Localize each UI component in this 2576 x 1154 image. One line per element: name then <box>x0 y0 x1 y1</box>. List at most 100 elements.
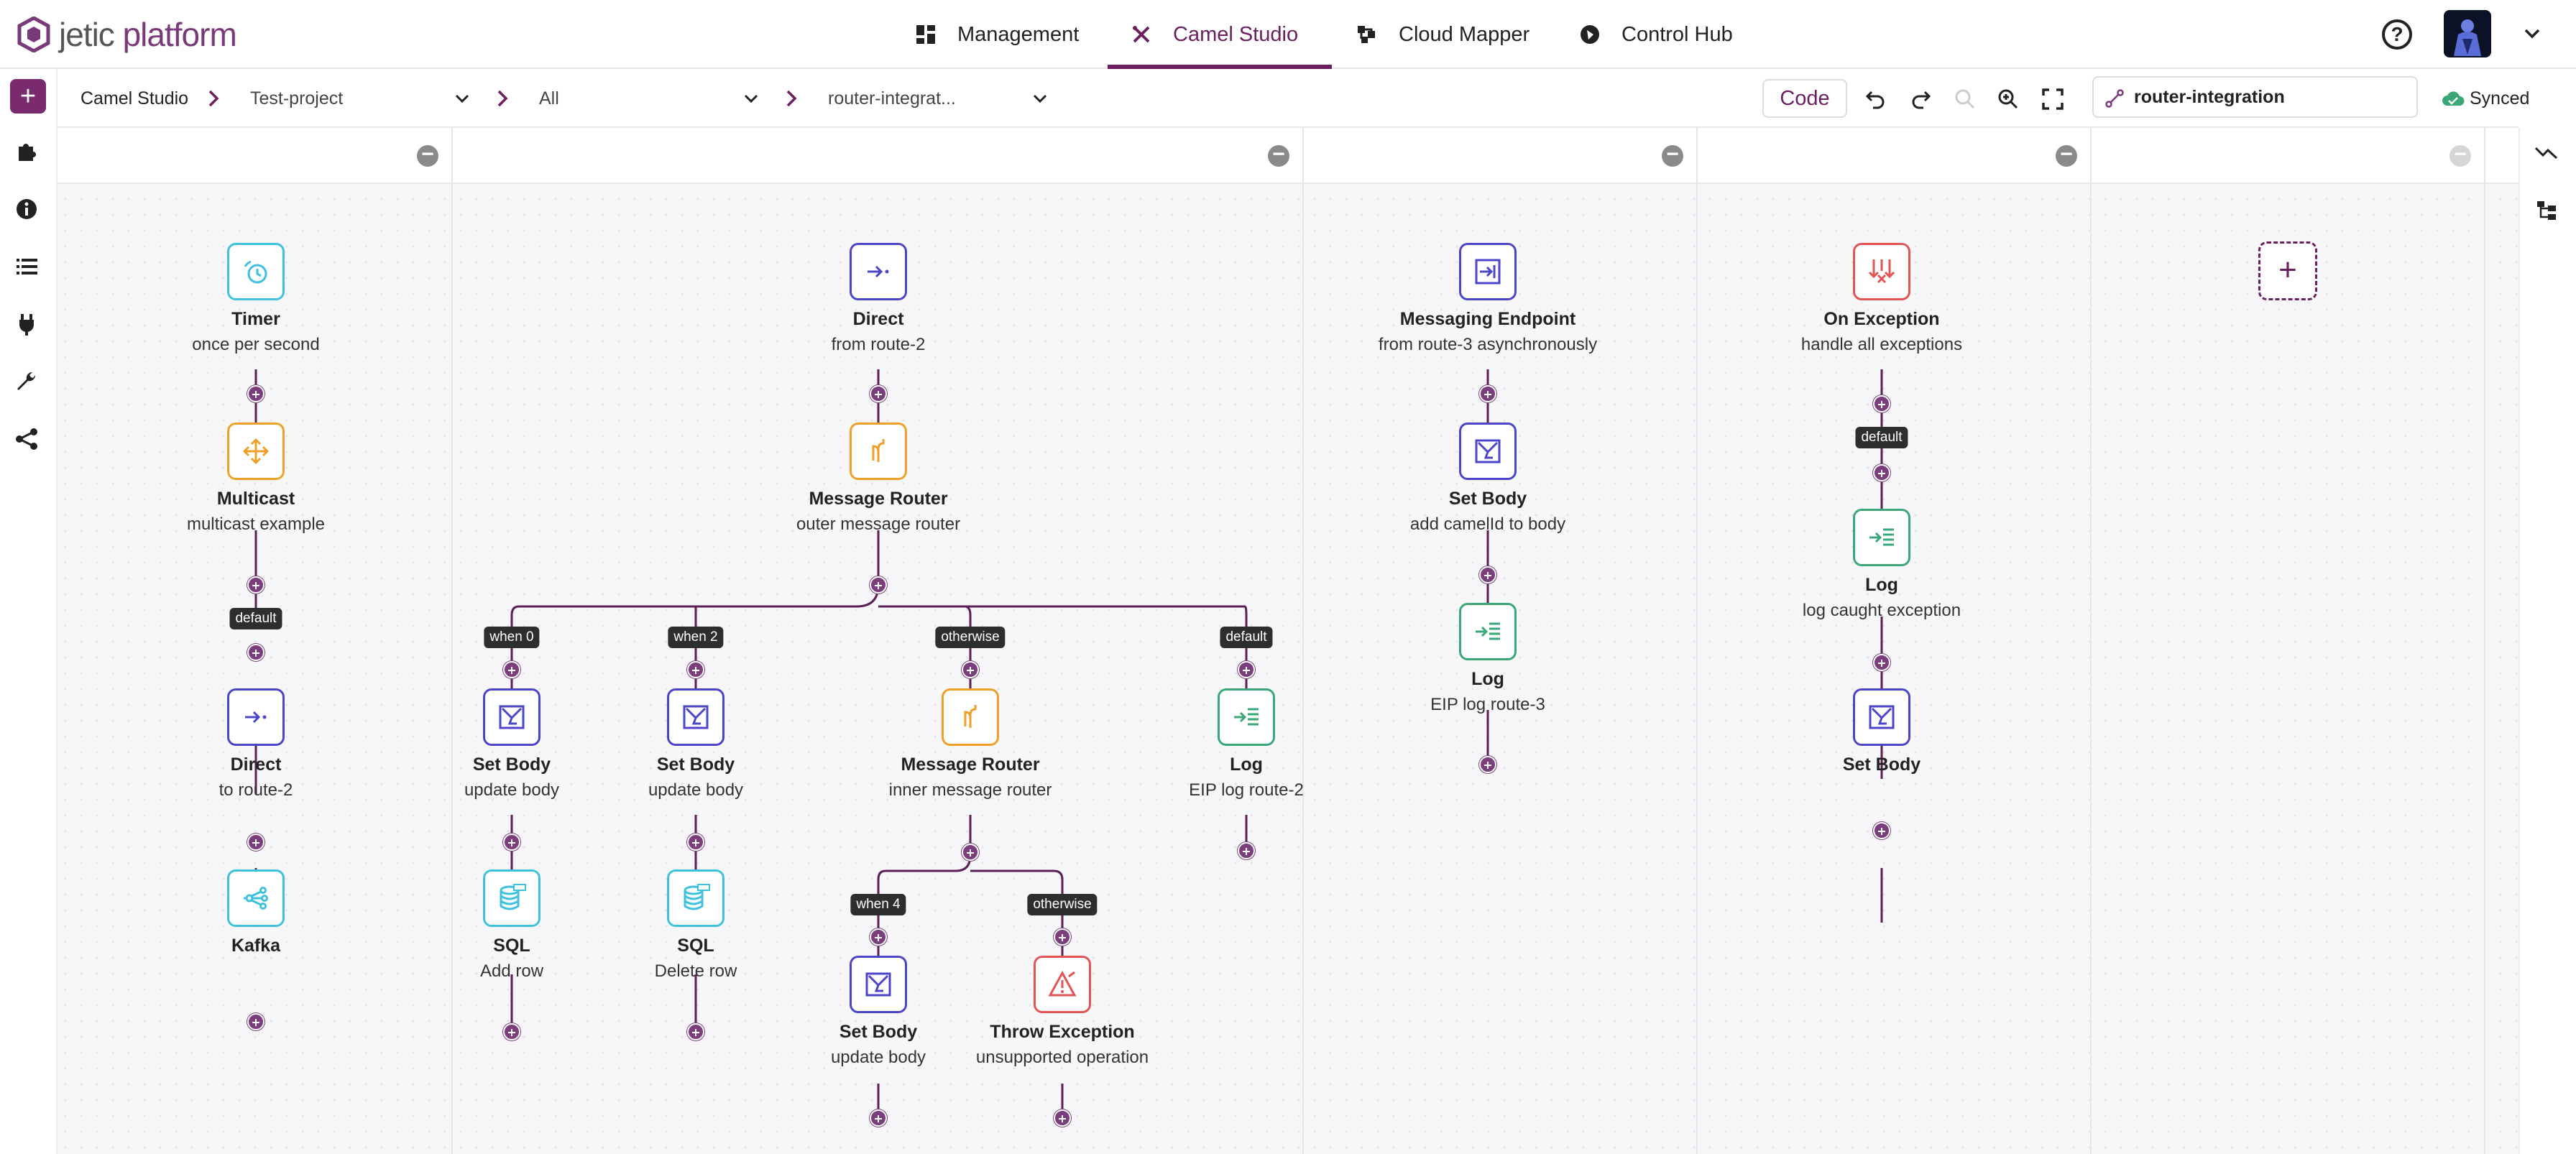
node-set-body[interactable] <box>667 688 724 746</box>
add-step-button[interactable] <box>870 385 887 402</box>
add-step-button[interactable] <box>1873 822 1890 839</box>
add-step-button[interactable] <box>503 834 520 851</box>
tab-camel-studio[interactable]: Camel Studio <box>1131 0 1298 69</box>
help-icon[interactable]: ? <box>2382 19 2412 50</box>
column-divider <box>451 128 453 1154</box>
chevron-down-icon[interactable] <box>1032 91 1048 106</box>
node-title: Log <box>1230 754 1263 775</box>
add-button[interactable]: + <box>10 79 46 114</box>
node-sql[interactable] <box>667 869 724 927</box>
node-set-body[interactable] <box>1459 423 1517 480</box>
throw-icon <box>1048 970 1077 997</box>
node-log[interactable] <box>1218 688 1275 746</box>
add-step-button[interactable] <box>503 661 520 678</box>
integrations-icon[interactable] <box>14 139 39 164</box>
node-title: Throw Exception <box>990 1022 1135 1042</box>
tab-management[interactable]: Management <box>916 0 1079 69</box>
collapse-route-button[interactable]: − <box>1662 144 1683 167</box>
collapse-route-button[interactable]: − <box>417 144 438 167</box>
add-step-button[interactable] <box>247 834 264 851</box>
collapse-route-button[interactable]: − <box>2056 144 2077 167</box>
add-step-button[interactable] <box>503 1023 520 1040</box>
add-step-button[interactable] <box>962 661 979 678</box>
add-step-button[interactable] <box>870 928 887 946</box>
chevron-down-icon[interactable] <box>454 91 470 106</box>
node-message-router[interactable] <box>942 688 999 746</box>
tab-cloud-mapper[interactable]: Cloud Mapper <box>1357 0 1530 69</box>
add-step-button[interactable] <box>247 576 264 594</box>
node-messaging-endpoint[interactable] <box>1459 243 1517 300</box>
node-on-exception[interactable] <box>1853 243 1910 300</box>
breadcrumb-root[interactable]: Camel Studio <box>80 88 189 109</box>
info-icon[interactable] <box>14 197 39 221</box>
add-step-button[interactable] <box>1054 928 1071 946</box>
collapse-route-button[interactable]: − <box>2450 144 2471 167</box>
avatar[interactable] <box>2444 10 2491 57</box>
add-step-button[interactable] <box>687 834 704 851</box>
add-step-button[interactable] <box>247 644 264 661</box>
node-subtitle: from route-2 <box>831 335 926 354</box>
zoom-in-icon[interactable] <box>1997 88 2020 111</box>
column-divider <box>1696 128 1698 1154</box>
branch-label: otherwise <box>1027 894 1098 915</box>
node-log[interactable] <box>1459 603 1517 660</box>
filter-select[interactable]: All <box>539 88 559 109</box>
node-log[interactable] <box>1853 509 1910 566</box>
node-sql[interactable] <box>483 869 540 927</box>
logo[interactable]: jetic platform <box>17 16 237 53</box>
node-timer[interactable] <box>227 243 285 300</box>
add-step-button[interactable] <box>1873 654 1890 671</box>
node-title: Set Body <box>472 754 551 775</box>
setbody-icon <box>499 705 525 729</box>
add-step-button[interactable] <box>687 1023 704 1040</box>
add-step-button[interactable] <box>1054 1109 1071 1127</box>
node-set-body[interactable] <box>850 956 907 1013</box>
user-menu-chevron-icon[interactable] <box>2523 24 2542 43</box>
integration-select[interactable]: router-integrat... <box>828 88 956 109</box>
branch-label: default <box>1220 627 1273 648</box>
add-step-button[interactable] <box>247 1013 264 1030</box>
add-step-button[interactable] <box>1479 566 1496 583</box>
list-icon[interactable] <box>14 254 39 279</box>
add-step-button[interactable] <box>1873 464 1890 481</box>
tree-view-icon[interactable] <box>2536 200 2557 221</box>
route-canvas[interactable]: − − − − − Timer once per second Multicas… <box>58 128 2518 1154</box>
zoom-out-icon[interactable] <box>1954 88 1977 111</box>
chevron-right-icon <box>497 90 508 107</box>
branch-label: default <box>1855 427 1908 448</box>
route-name-field[interactable]: router-integration <box>2092 76 2418 118</box>
node-direct[interactable] <box>850 243 907 300</box>
add-step-button[interactable] <box>870 1109 887 1127</box>
code-button[interactable]: Code <box>1762 79 1847 118</box>
collapse-route-button[interactable]: − <box>1268 144 1289 167</box>
add-route-button[interactable]: + <box>2258 241 2317 300</box>
add-step-button[interactable] <box>687 661 704 678</box>
add-step-button[interactable] <box>1238 661 1255 678</box>
add-step-button[interactable] <box>1873 395 1890 412</box>
redo-icon[interactable] <box>1909 88 1932 111</box>
add-step-button[interactable] <box>870 576 887 594</box>
add-step-button[interactable] <box>962 844 979 861</box>
undo-icon[interactable] <box>1864 88 1887 111</box>
node-set-body[interactable] <box>483 688 540 746</box>
node-multicast[interactable] <box>227 423 285 480</box>
add-step-button[interactable] <box>1479 756 1496 773</box>
project-select[interactable]: Test-project <box>250 88 344 109</box>
share-icon[interactable] <box>14 427 39 451</box>
add-step-button[interactable] <box>1238 842 1255 859</box>
node-message-router[interactable] <box>850 423 907 480</box>
tab-control-hub[interactable]: Control Hub <box>1580 0 1733 69</box>
node-kafka[interactable] <box>227 869 285 927</box>
node-set-body[interactable] <box>1853 688 1910 746</box>
trend-icon[interactable] <box>2534 142 2559 162</box>
node-direct[interactable] <box>227 688 285 746</box>
add-step-button[interactable] <box>247 385 264 402</box>
wrench-icon[interactable] <box>14 369 39 394</box>
plug-icon[interactable] <box>14 312 39 336</box>
route-column-header <box>453 128 1302 184</box>
node-throw-exception[interactable] <box>1034 956 1091 1013</box>
chevron-down-icon[interactable] <box>743 91 759 106</box>
fullscreen-icon[interactable] <box>2041 88 2064 111</box>
router-icon <box>964 705 977 728</box>
add-step-button[interactable] <box>1479 385 1496 402</box>
